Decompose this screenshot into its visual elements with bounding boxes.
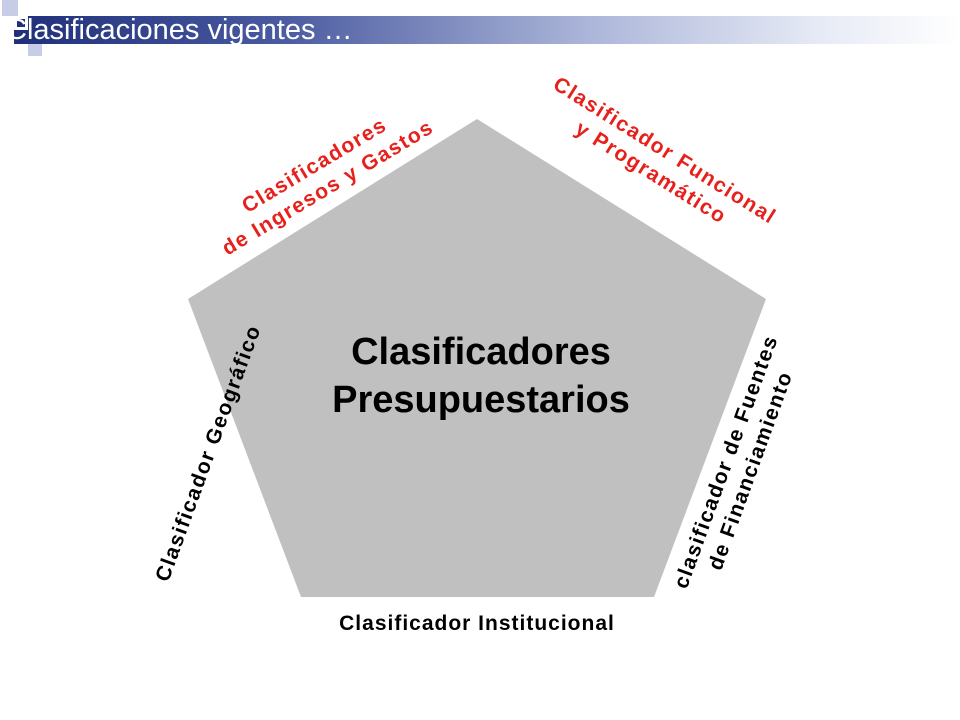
decorative-square-top [2, 0, 18, 16]
bullet-square-icon [14, 16, 28, 30]
side-label-institucional: Clasificador Institucional [339, 612, 615, 635]
title-bar [14, 16, 960, 44]
slide-title: Clasificaciones vigentes … [6, 14, 353, 46]
decorative-square-bottom [28, 42, 42, 56]
center-label-line2: Presupuestarios [332, 379, 630, 421]
center-label-line1: Clasificadores [351, 331, 611, 373]
pentagon-shape [188, 119, 766, 597]
